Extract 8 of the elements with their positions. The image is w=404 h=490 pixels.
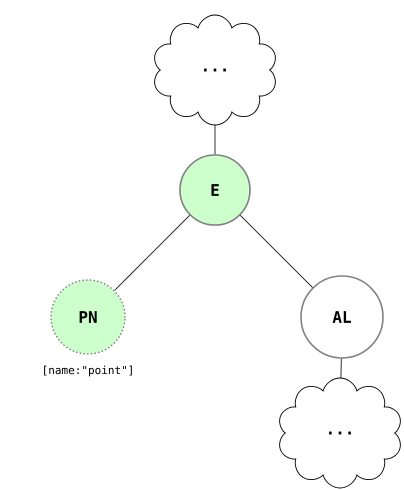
connector-line	[240, 214, 313, 288]
connector-line	[214, 125, 216, 155]
circle-node: E	[179, 154, 251, 226]
circle-node: AL	[300, 275, 384, 359]
circle-node: PN	[50, 279, 126, 355]
connector-line	[340, 358, 342, 378]
node-caption: [name:"point"]	[44, 366, 132, 376]
connector-line	[114, 214, 190, 291]
